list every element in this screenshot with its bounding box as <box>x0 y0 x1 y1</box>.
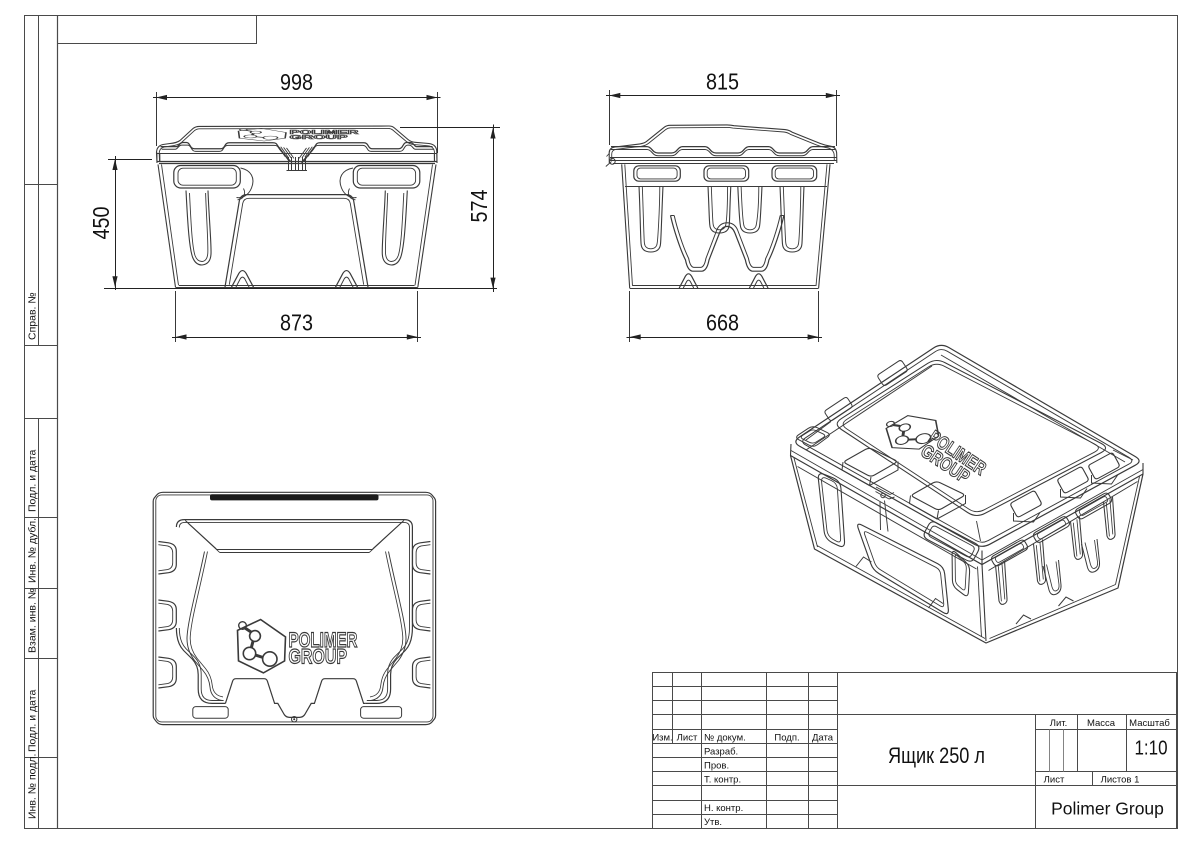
svg-text:1:10: 1:10 <box>1135 737 1168 760</box>
svg-text:998: 998 <box>280 69 313 95</box>
svg-text:Справ. №: Справ. № <box>27 292 39 340</box>
svg-text:Подл. и дата: Подл. и дата <box>27 690 39 752</box>
svg-text:Разраб.: Разраб. <box>704 746 738 757</box>
svg-text:668: 668 <box>706 310 739 336</box>
svg-text:Утв.: Утв. <box>704 817 722 828</box>
svg-text:Т. контр.: Т. контр. <box>704 775 741 786</box>
svg-text:Инв. № дубл.: Инв. № дубл. <box>27 518 39 583</box>
svg-text:POLIMER: POLIMER <box>290 129 359 136</box>
svg-text:Листов 1: Листов 1 <box>1101 774 1140 785</box>
svg-text:Масштаб: Масштаб <box>1129 718 1170 729</box>
svg-text:Подп.: Подп. <box>774 733 799 744</box>
svg-text:Пров.: Пров. <box>704 760 729 771</box>
svg-text:Лист: Лист <box>1044 774 1065 785</box>
svg-text:Polimer Group: Polimer Group <box>1051 799 1164 819</box>
svg-text:Дата: Дата <box>812 733 834 744</box>
svg-text:GROUP: GROUP <box>290 134 348 141</box>
svg-text:Инв. № подл.: Инв. № подл. <box>27 754 39 819</box>
svg-text:Подл. и дата: Подл. и дата <box>27 450 39 512</box>
svg-text:Лит.: Лит. <box>1050 718 1067 729</box>
svg-text:GROUP: GROUP <box>289 645 348 669</box>
svg-text:POLIMER: POLIMER <box>289 628 358 652</box>
svg-text:Ящик 250 л: Ящик 250 л <box>888 743 985 768</box>
svg-text:450: 450 <box>88 207 114 240</box>
svg-text:Изм.: Изм. <box>652 733 672 744</box>
svg-text:873: 873 <box>280 310 313 336</box>
svg-text:Н. контр.: Н. контр. <box>704 803 743 814</box>
svg-text:815: 815 <box>706 69 739 95</box>
svg-text:Взам. инв. №: Взам. инв. № <box>27 588 39 653</box>
svg-text:Масса: Масса <box>1087 718 1116 729</box>
svg-text:№ докум.: № докум. <box>704 733 746 744</box>
svg-text:574: 574 <box>466 190 492 223</box>
svg-text:Лист: Лист <box>677 733 698 744</box>
